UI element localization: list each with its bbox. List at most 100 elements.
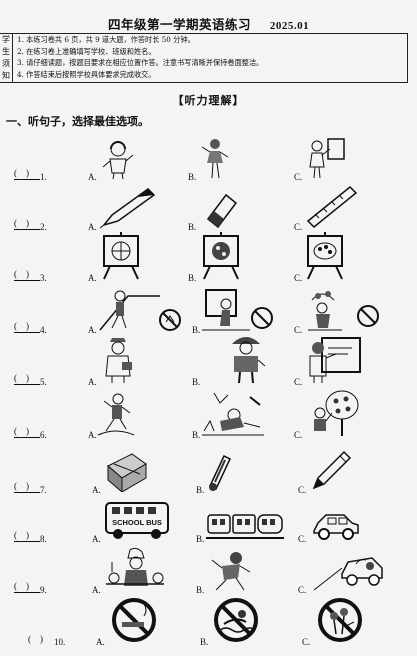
- question-row: ( )10. A. B. C.: [0, 598, 417, 648]
- notice-side-char: 学: [2, 35, 10, 44]
- notice-side-char: 须: [2, 59, 10, 68]
- option-c-label: C.: [302, 637, 311, 647]
- option-a-label: A.: [96, 637, 105, 647]
- option-a-label: A.: [88, 172, 97, 182]
- no-smoking-icon: [110, 596, 158, 644]
- chef-cooking-icon: [104, 548, 166, 592]
- question-number: ( )8.: [14, 530, 47, 544]
- option-c-label: C.: [298, 485, 307, 495]
- option-b-label: B.: [192, 430, 201, 440]
- question-number: ( )3.: [14, 269, 47, 283]
- option-c-label: C.: [294, 222, 303, 232]
- student-notice-box: 学 生 须 知 1. 本练习卷共 6 页，共 9 道大题，作答时长 50 分钟。…: [0, 33, 408, 83]
- answer-blank[interactable]: ( ): [14, 269, 40, 281]
- thermometer-icon: [206, 452, 232, 492]
- notice-line: 4. 作答结束后按照学校具体要求完成收交。: [17, 69, 156, 79]
- section-title: 【听力理解】: [172, 94, 245, 107]
- train-icon: [206, 511, 284, 541]
- question-number: ( )10.: [28, 634, 66, 647]
- title-text: 四年级第一学期英语练习: [107, 17, 251, 32]
- kid-watering-car-icon: [312, 548, 384, 592]
- option-b-label: B.: [192, 377, 201, 387]
- firefighter-icon: [226, 334, 266, 384]
- no-picking-icon: [306, 286, 382, 332]
- answer-blank[interactable]: ( ): [14, 481, 40, 493]
- school-bus-icon: SCHOOL BUS: [104, 499, 170, 541]
- option-a-label: A.: [92, 585, 101, 595]
- glue-stick-icon: [204, 191, 238, 229]
- part-one-instruction: 一、听句子，选择最佳选项。: [6, 115, 149, 128]
- answer-blank[interactable]: ( ): [14, 581, 40, 593]
- option-a-label: A.: [92, 534, 101, 544]
- question-number: ( )4.: [14, 321, 47, 335]
- option-a-label: A.: [88, 222, 97, 232]
- question-number: ( )1.: [14, 168, 47, 182]
- option-c-label: C.: [298, 534, 307, 544]
- answer-blank[interactable]: ( ): [14, 168, 40, 180]
- option-a-label: A.: [88, 273, 97, 283]
- option-a-label: A.: [92, 485, 101, 495]
- option-b-label: B.: [196, 485, 205, 495]
- kid-picking-apples-icon: [308, 389, 360, 437]
- question-number: ( )7.: [14, 481, 47, 495]
- option-c-label: C.: [294, 172, 303, 182]
- basketball-painting-icon: [100, 232, 142, 280]
- option-b-label: B.: [192, 325, 201, 335]
- worksheet-title: 四年级第一学期英语练习 2025.01: [0, 14, 417, 33]
- question-row: ( )7. A. B. C.: [0, 446, 417, 496]
- ball-painting-icon: [200, 232, 242, 280]
- option-a-label: A.: [88, 325, 97, 335]
- answer-blank[interactable]: ( ): [14, 373, 40, 385]
- option-b-label: B.: [196, 585, 205, 595]
- question-number: ( )5.: [14, 373, 47, 387]
- option-b-label: B.: [188, 172, 197, 182]
- notice-side-label: 学 生 须 知: [0, 34, 13, 82]
- girl-dancing-icon: [200, 137, 230, 179]
- no-climbing-icon: [98, 286, 182, 332]
- no-picking-flowers-icon: [316, 596, 364, 644]
- question-row: ( )6. A. B. C.: [0, 389, 417, 441]
- kid-falling-icon: [208, 548, 252, 592]
- question-row: ( )4. A. B. C.: [0, 286, 417, 336]
- notice-line: 1. 本练习卷共 6 页，共 9 道大题，作答时长 50 分钟。: [17, 35, 195, 44]
- pen-icon: [98, 185, 158, 229]
- no-touching-icon: [200, 286, 276, 332]
- option-c-label: C.: [294, 377, 303, 387]
- question-number: ( )6.: [14, 426, 47, 440]
- boy-headphones-icon: [98, 139, 138, 179]
- question-row: ( )1. A. B. C.: [0, 133, 417, 183]
- question-row: ( )8. A. SCHOOL BUS B. C.: [0, 495, 417, 545]
- kid-jumping-icon: [96, 391, 136, 437]
- palette-painting-icon: [304, 232, 346, 280]
- option-a-label: A.: [88, 430, 97, 440]
- option-b-label: B.: [200, 637, 209, 647]
- notice-line: 2. 在练习卷上准确填写学校、班级和姓名。: [17, 46, 156, 56]
- bus-label: SCHOOL BUS: [112, 518, 162, 527]
- question-row: ( )5. A. B. C.: [0, 336, 417, 388]
- answer-blank[interactable]: ( ): [14, 218, 40, 230]
- question-number: ( )2.: [14, 218, 47, 232]
- car-icon: [312, 511, 360, 541]
- answer-blank[interactable]: ( ): [14, 530, 40, 542]
- girl-blackboard-icon: [306, 137, 346, 179]
- question-row: ( )3. A. B. C.: [0, 232, 417, 284]
- option-b-label: B.: [188, 222, 197, 232]
- no-swimming-icon: [212, 596, 260, 644]
- question-row: ( )9. A. B. C.: [0, 546, 417, 596]
- pencil-icon: [310, 448, 352, 492]
- answer-blank[interactable]: ( ): [14, 426, 40, 438]
- nurse-icon: [100, 336, 136, 384]
- notice-lines: 1. 本练习卷共 6 页，共 9 道大题，作答时长 50 分钟。 2. 在练习卷…: [13, 34, 407, 82]
- pencil-case-icon: [104, 450, 150, 492]
- question-row: ( )2. A. B. C.: [0, 183, 417, 233]
- option-c-label: C.: [294, 325, 303, 335]
- notice-line: 3. 请仔细读题，按题目要求在相应位置作答。注意书写清晰并保持卷面整洁。: [17, 58, 264, 68]
- option-a-label: A.: [88, 377, 97, 387]
- ruler-icon: [306, 185, 358, 229]
- answer-blank[interactable]: ( ): [14, 321, 40, 333]
- option-c-label: C.: [294, 430, 303, 440]
- option-b-label: B.: [188, 273, 197, 283]
- option-c-label: C.: [294, 273, 303, 283]
- answer-blank[interactable]: ( ): [28, 634, 43, 644]
- notice-side-char: 生: [2, 47, 10, 56]
